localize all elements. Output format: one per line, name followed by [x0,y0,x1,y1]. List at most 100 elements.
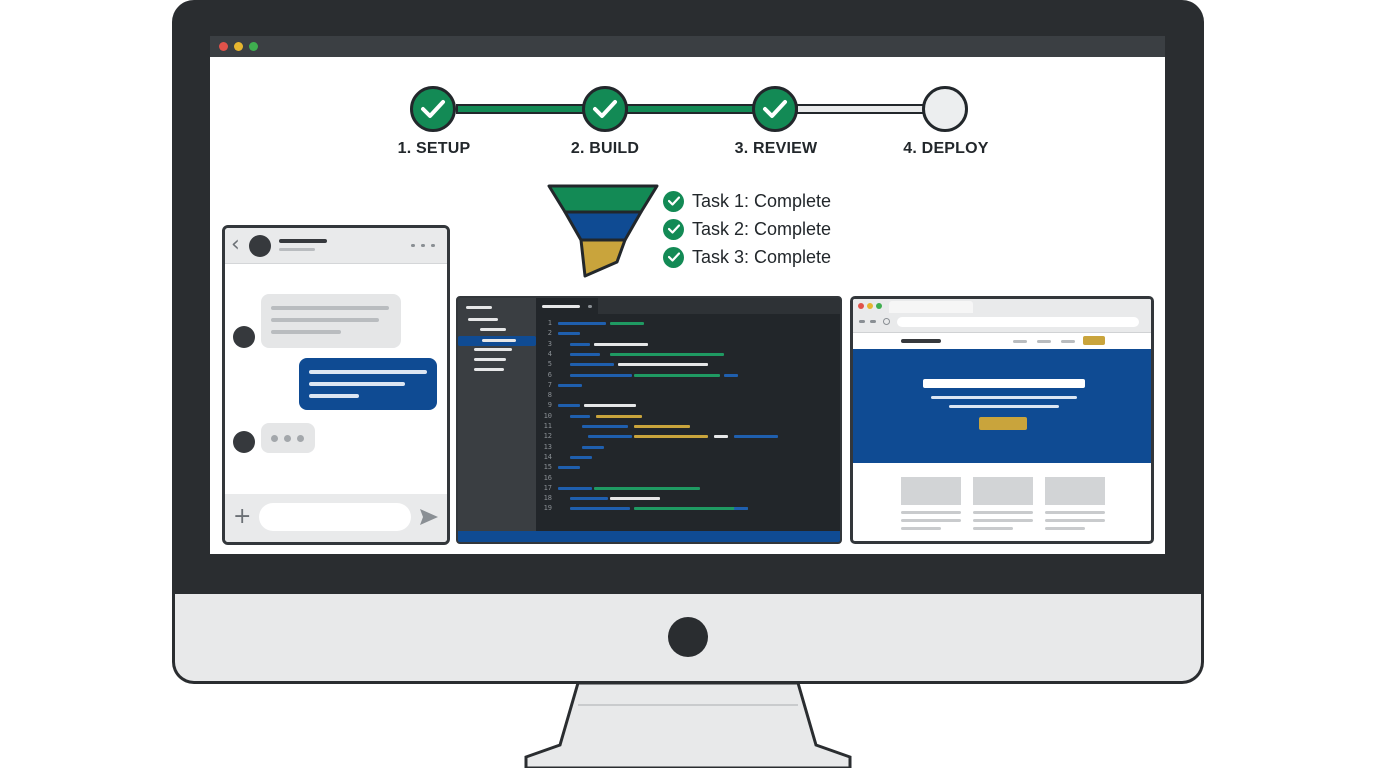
minimize-window-button[interactable] [234,42,243,51]
check-circle-icon [663,190,684,212]
code-token [594,342,648,346]
address-bar[interactable] [897,317,1139,327]
check-circle-icon [663,218,684,240]
code-token [594,486,700,490]
step-1-circle[interactable] [410,86,456,132]
line-number: 12 [543,432,552,441]
line-number: 2 [547,329,552,338]
step-2-label: 2. BUILD [570,140,640,157]
line-number: 3 [547,339,552,348]
more-dot[interactable] [411,244,415,247]
step-1-label: 1. SETUP [397,140,471,157]
funnel-icon [547,184,659,278]
line-number: 4 [547,349,552,358]
chat-composer: + [225,494,447,542]
line-number: 14 [543,452,552,461]
message-input[interactable] [259,503,411,531]
editor-tab-bar [536,298,840,314]
step-2-circle[interactable] [582,86,628,132]
typing-indicator [261,423,315,453]
task-item-1: Task 1: Complete [663,189,831,213]
hero-cta-button[interactable] [979,417,1027,430]
outgoing-message-bubble [299,358,437,410]
progress-track-2 [626,104,756,114]
chat-window: ‹ [222,225,450,545]
nav-cta-button[interactable] [1083,336,1105,345]
maximize-window-button[interactable] [249,42,258,51]
code-token [734,507,748,511]
check-icon [763,100,787,118]
code-token [634,435,708,439]
line-number: 18 [543,494,552,503]
line-number: 6 [547,370,552,379]
line-number: 5 [547,360,552,369]
code-token [558,486,592,490]
code-token [570,507,630,511]
code-token [610,322,644,325]
screen: 1. SETUP 2. BUILD 3. REVIEW 4. DEPLOY Ta… [210,36,1165,554]
nav-link[interactable] [1013,340,1027,343]
add-icon[interactable]: + [233,504,252,529]
line-number: 16 [543,473,552,482]
line-number: 11 [543,422,552,430]
line-number: 8 [547,391,552,400]
line-number: 1 [547,319,552,327]
code-token [570,455,592,459]
code-token [734,435,778,439]
reload-icon[interactable] [883,318,890,325]
incoming-message-bubble [261,294,401,348]
power-button[interactable] [668,617,708,657]
code-token [610,352,724,356]
code-token [610,497,660,501]
progress-track-3 [796,104,926,114]
code-token [634,425,690,428]
code-token [588,435,632,439]
more-dot[interactable] [421,244,425,247]
file-explorer [458,298,536,542]
task-label: Task 1: Complete [692,190,832,211]
chat-header: ‹ [225,228,447,264]
step-3-circle[interactable] [752,86,798,132]
code-token [584,404,636,408]
step-4-label: 4. DEPLOY [903,140,989,157]
browser-tab[interactable] [889,301,973,313]
code-token [558,404,580,408]
feature-card-image [901,477,961,505]
close-window-button[interactable] [219,42,228,51]
send-icon[interactable] [419,508,439,526]
browser-window [850,296,1154,544]
line-number: 13 [543,442,552,451]
sender-avatar [233,431,255,453]
editor-status-bar [458,531,840,542]
line-number: 15 [543,463,552,472]
more-dot[interactable] [431,244,435,247]
step-3-label: 3. REVIEW [734,140,818,157]
hero-section [853,349,1151,463]
nav-link[interactable] [1061,340,1075,343]
code-token [570,414,590,418]
task-item-3: Task 3: Complete [663,245,831,269]
code-token [634,373,720,377]
code-token [570,363,614,367]
task-item-2: Task 2: Complete [663,217,831,241]
back-icon[interactable] [859,320,865,323]
nav-link[interactable] [1037,340,1051,343]
task-label: Task 2: Complete [692,218,832,239]
sender-avatar [233,326,255,348]
code-token [570,373,632,377]
step-4-circle[interactable] [922,86,968,132]
editor-tab-active[interactable] [536,298,598,314]
code-token [582,445,604,449]
contact-name-placeholder [279,239,327,243]
site-logo[interactable] [901,339,941,343]
line-number: 9 [547,401,552,410]
window-titlebar [210,36,1165,57]
code-token [582,425,628,428]
line-number: 10 [543,411,552,420]
check-icon [421,100,445,118]
back-chevron-icon[interactable]: ‹ [231,232,240,257]
code-token [570,342,590,346]
code-token [558,322,606,325]
forward-icon[interactable] [870,320,876,323]
